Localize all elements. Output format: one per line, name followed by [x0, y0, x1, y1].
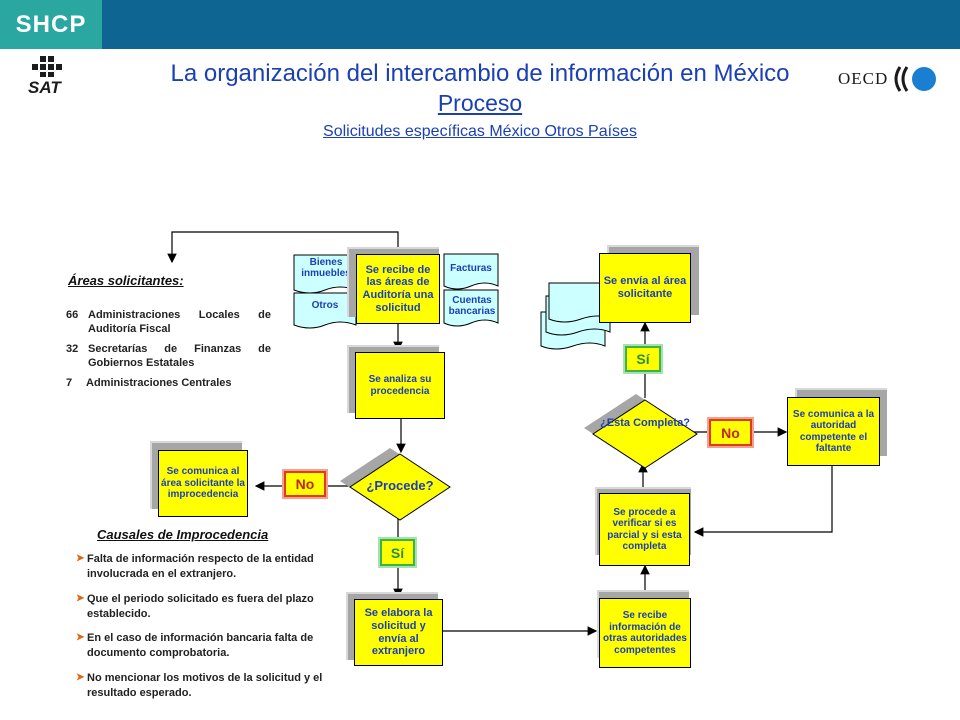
subtitle2-part-b: México Otros Países [484, 123, 637, 140]
diamond-completa [592, 399, 698, 469]
shcp-logo-text: SHCP [15, 10, 87, 38]
shcp-logo: SHCP [0, 0, 102, 49]
causales-title: Causales de Improcedencia [97, 527, 269, 542]
diamond-procede [349, 453, 451, 521]
area-item: 32 Secretarías de Finanzas de Gobiernos … [66, 342, 271, 371]
top-bar [0, 0, 960, 49]
oecd-logo-icon [894, 66, 936, 92]
diamond-procede-label: ¿Procede? [366, 478, 434, 493]
connector-loop [167, 231, 399, 264]
causal-item: ➤ En el caso de información bancaria fal… [76, 631, 324, 660]
doc-facturas-shape [443, 253, 499, 290]
box-analiza: Se analiza su procedencia [355, 352, 445, 419]
sat-logo-icon [32, 56, 62, 77]
area-item: 66 Administraciones Locales de Auditoría… [66, 308, 271, 337]
box-envia-solicitante: Se envía al área solicitante [599, 253, 691, 323]
causal-item: ➤ Falta de información respecto de la en… [76, 552, 324, 581]
doc-otros-label: Otros [311, 300, 339, 311]
box-recibe-informacion: Se recibe información de otras autoridad… [599, 598, 691, 668]
causal-item: ➤ No mencionar los motivos de la solicit… [76, 671, 324, 700]
bullet-arrow-icon: ➤ [76, 553, 85, 564]
area-item-num: 7 [66, 377, 73, 389]
subtitle2-part-a: Solicitudes específicas [323, 123, 485, 140]
tag-si-procede: Sí [378, 537, 417, 568]
sat-logo-text: SAT [28, 78, 61, 97]
tag-si-completa: Sí [623, 344, 663, 374]
box-verifica: Se procede a verificar si es parcial y s… [599, 493, 690, 566]
area-item-text: Administraciones Locales de Auditoría Fi… [88, 309, 271, 336]
box-comunica-improcedencia: Se comunica al área solicitante la impro… [158, 450, 248, 517]
subtitle-text: Proceso [437, 90, 523, 116]
causal-item: ➤ Que el periodo solicitado es fuera del… [76, 592, 324, 621]
doc-cuentas-shape [443, 289, 499, 327]
box-elabora-solicitud: Se elabora la solicitud y envía al extra… [354, 599, 443, 666]
connector-faltante-verifica [693, 466, 833, 537]
areas-title: Áreas solicitantes: [68, 273, 184, 288]
page-title: La organización del intercambio de infor… [170, 60, 790, 87]
doc-cuentas-label: Cuentas bancarias [448, 295, 496, 317]
page-subtitle-secondary: Solicitudes específicas México Otros Paí… [100, 123, 860, 141]
doc-facturas-label: Facturas [450, 263, 492, 274]
bullet-arrow-icon: ➤ [76, 593, 85, 604]
box-comunica-faltante: Se comunica a la autoridad competente el… [787, 397, 880, 466]
oecd-logo-text: OECD [838, 69, 889, 88]
tag-no-procede: No [282, 469, 328, 499]
doc-otros-shape [293, 292, 357, 329]
page-subtitle: Proceso [100, 90, 860, 117]
area-item-text: Administraciones Centrales [86, 377, 232, 389]
area-item-num: 32 [66, 343, 79, 355]
bullet-arrow-icon: ➤ [76, 672, 85, 683]
diamond-completa-label: ¿Esta Completa? [600, 417, 690, 429]
bullet-arrow-icon: ➤ [76, 632, 85, 643]
box-recibe-solicitud: Se recibe de las áreas de Auditoría una … [356, 254, 440, 324]
causal-text: Falta de información respecto de la enti… [87, 553, 314, 580]
area-item: 7 Administraciones Centrales [66, 376, 271, 390]
doc-bienes-label: Bienes inmuebles [301, 257, 351, 279]
causal-text: Que el periodo solicitado es fuera del p… [87, 593, 314, 620]
area-item-text: Secretarías de Finanzas de Gobiernos Est… [88, 343, 271, 370]
causal-text: En el caso de información bancaria falta… [87, 632, 314, 659]
causal-text: No mencionar los motivos de la solicitud… [87, 672, 323, 699]
area-item-num: 66 [66, 309, 79, 321]
tag-no-completa: No [707, 417, 754, 448]
